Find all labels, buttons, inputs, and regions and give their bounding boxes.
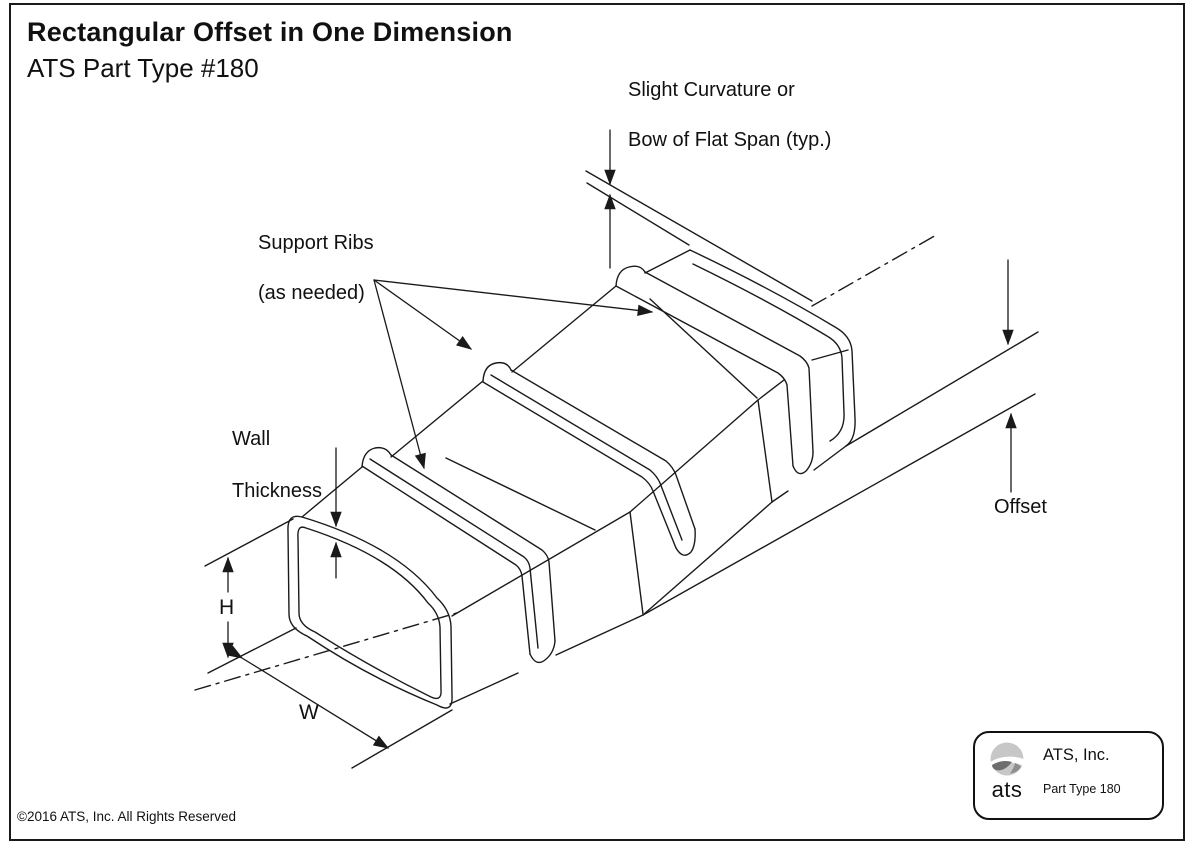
support-rib-3 [615,265,814,475]
dimension-arrows [222,129,1017,749]
title-block-stamp: ats ATS, Inc. Part Type 180 [973,731,1164,820]
bow-annotation-line1: Slight Curvature or [628,79,795,101]
page-subtitle: ATS Part Type #180 [27,53,259,83]
bow-reference-lines [585,170,813,302]
bend-crease-upper [649,298,758,399]
support-rib-1 [361,446,556,664]
wall-thickness-line2: Thickness [232,480,323,502]
width-dimension-label: W [299,701,319,724]
w-dim-arrow [226,645,390,749]
rib-leader-arrow-right [373,279,654,317]
stamp-company-name: ATS, Inc. [1043,746,1110,764]
duct-near-creases [445,298,849,705]
rib-leader-arrow-left [373,279,426,470]
dimension-extension-lines [204,518,453,769]
wall-inner-line [297,526,442,700]
stamp-part-type: Part Type 180 [1043,782,1121,796]
offset-extension-lines [642,331,1039,616]
wall-inner-line-end [692,263,845,442]
rib-leader-arrow-middle [373,279,473,350]
page-title: Rectangular Offset in One Dimension [27,17,513,47]
support-ribs-line2: (as needed) [258,282,365,304]
copyright-notice: ©2016 ATS, Inc. All Rights Reserved [17,809,237,824]
support-rib-leaders [373,279,654,470]
ats-logo-icon [990,742,1024,776]
support-rib-2 [482,361,696,556]
bend-crease-lower [445,457,596,531]
wall-thickness-line1: Wall [232,428,271,450]
support-ribs-annotation: Support Ribs (as needed) [258,231,374,306]
ats-logo-text: ats [991,777,1023,802]
bow-annotation-line2: Bow of Flat Span (typ.) [628,129,832,151]
wall-thickness-annotation: Wall Thickness [232,426,322,504]
support-ribs-line1: Support Ribs [258,232,374,254]
bow-annotation: Slight Curvature or Bow of Flat Span (ty… [628,78,831,153]
page-border [9,3,1185,841]
offset-dimension-label: Offset [994,496,1047,518]
height-dimension-label: H [219,596,235,619]
duct-opening-end [287,515,453,709]
duct-far-edges [301,249,691,518]
duct-end-cap [689,249,856,447]
